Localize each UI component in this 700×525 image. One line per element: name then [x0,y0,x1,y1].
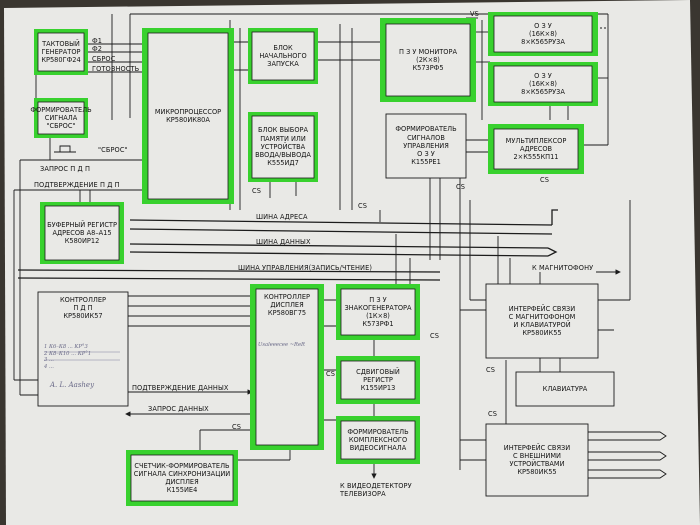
reset-button-symbol [54,145,76,153]
signal-reset-button: "СБРОС" [98,146,128,154]
signal-dma-ack: ПОДТВЕРЖДЕНИЕ П Д П [34,181,120,189]
cs-label-bus: CS [358,202,367,210]
display-controller-label: КОНТРОЛЛЕР ДИСПЛЕЯ КР580ВГ75 [263,293,311,318]
char-rom-frame [336,284,420,340]
external-interface-label: ИНТЕРФЕЙС СВЯЗИ С ВНЕШНИМИ УСТРОЙСТВАМИ … [503,443,571,477]
tape-kbd-if-frame [485,283,599,359]
ram2-label: О З У (16К×8) 8×К565РУ3А [521,71,565,97]
sync-counter-frame [126,450,238,506]
cs-label-ext-if: CS [488,410,497,418]
start-block-label: БЛОК НАЧАЛЬНОГО ЗАПУСКА [259,43,307,69]
signal-phi2: Ф2 [92,45,103,53]
monitor-rom-label: П З У МОНИТОРА (2К×8) К573РФ5 [399,47,457,73]
tape-keyboard-interface-label: ИНТЕРФЕЙС СВЯЗИ С МАГНИТОФОНОМ И КЛАВИАТ… [508,304,576,338]
clock-generator-label: ТАКТОВЫЙ ГЕНЕРАТОР КР580ГФ24 [41,39,81,65]
display-handwritten-note: Usaleeecee ~ReR [258,342,305,348]
signal-data-request: ЗАПРОС ДАННЫХ [148,405,209,413]
keyboard-frame [515,371,615,407]
disp-ctrl-frame [250,284,324,450]
signal-to-tape: К МАГНИТОФОНУ [532,264,594,272]
addr-mux-frame [488,124,584,174]
ram2-frame [488,62,598,106]
cs-label-char-rom: CS [430,332,439,340]
cs-label-shift: CS [326,370,335,378]
shift-register-label: СДВИГОВЫЙ РЕГИСТР К155ИР13 [356,367,400,393]
signal-to-tv: К ВИДЕОДЕТЕКТОРУ ТЕЛЕВИЗОРА [340,482,412,498]
cpu-label: МИКРОПРОЦЕССОР КР580ИК80А [154,107,222,124]
cpu-frame [142,28,234,204]
dma-controller-label: КОНТРОЛЛЕР П Д П КР580ИК57 [59,296,107,321]
ram1-frame [488,12,598,56]
cs-label-mux: CS [540,176,549,184]
keyboard-label: КЛАВИАТУРА [542,384,588,393]
start-block-frame [248,28,318,84]
char-rom-label: П З У ЗНАКОГЕНЕРАТОРА (1К×8) К573РФ1 [344,295,412,329]
dma-handwritten-notes: 1 К6–К8 ... КР°3 2 К8–К10 ... КР°1 3 ...… [44,344,92,370]
dma-ctrl-frame [37,291,129,407]
cs-label-display: CS [232,423,241,431]
data-bus [129,243,558,257]
video-former-frame [336,416,420,464]
cs-label-mem-select: CS [252,187,261,195]
handwritten-signature: A. L. Aashey [50,381,95,389]
shift-reg-frame [336,356,420,404]
memory-select-label: БЛОК ВЫБОРА ПАМЯТИ ИЛИ УСТРОЙСТВА ВВОДА/… [255,126,311,168]
control-bus [17,269,441,281]
data-bus-label: ШИНА ДАННЫХ [256,238,311,246]
address-mux-label: МУЛЬТИПЛЕКСОР АДРЕСОВ 2×К555КП11 [505,136,567,162]
dma-note-lines [44,351,120,361]
ext-if-frame [485,423,589,497]
reset-former-frame [34,98,88,138]
ram1-label: О З У (16К×8) 8×К565РУ3А [521,21,565,47]
video-former-label: ФОРМИРОВАТЕЛЬ КОМПЛЕКСНОГО ВИДЕОСИГНАЛА [347,427,409,453]
signal-phi1: Ф1 [92,37,103,45]
signal-ready: ГОТОВНОСТЬ [92,65,140,73]
addr-buf-frame [40,202,124,264]
monitor-rom-frame [380,18,476,102]
ram-ctrl-frame [385,113,467,179]
address-buffer-label: БУФЕРНЫЙ РЕГИСТР АДРЕСОВ А8–А15 К580ИР12 [47,220,117,246]
signal-reset: СБРОС [92,55,116,63]
ram-control-label: ФОРМИРОВАТЕЛЬ СИГНАЛОВ УПРАВЛЕНИЯ О З У … [395,125,457,167]
address-bus-label: ШИНА АДРЕСА [256,213,308,221]
sync-counter-label: СЧЕТЧИК-ФОРМИРОВАТЕЛЬ СИГНАЛА СИНХРОНИЗА… [133,461,231,495]
cs-label-tape-if: CS [486,366,495,374]
signal-data-ack: ПОДТВЕРЖДЕНИЕ ДАННЫХ [132,384,229,392]
mem-select-frame [248,112,318,182]
clock-gen-frame [34,29,88,75]
control-bus-label: ШИНА УПРАВЛЕНИЯ(ЗАПИСЬ/ЧТЕНИЕ) [238,264,373,272]
block-frames [34,12,615,506]
address-bus [129,210,558,234]
paper-shadow [612,0,700,60]
reset-former-label: ФОРМИРОВАТЕЛЬ СИГНАЛА "СБРОС" [30,105,92,131]
signal-dma-request: ЗАПРОС П Д П [40,165,91,173]
cs-label-ram-ctrl: CS [456,183,465,191]
vs-label: VS [470,10,479,18]
